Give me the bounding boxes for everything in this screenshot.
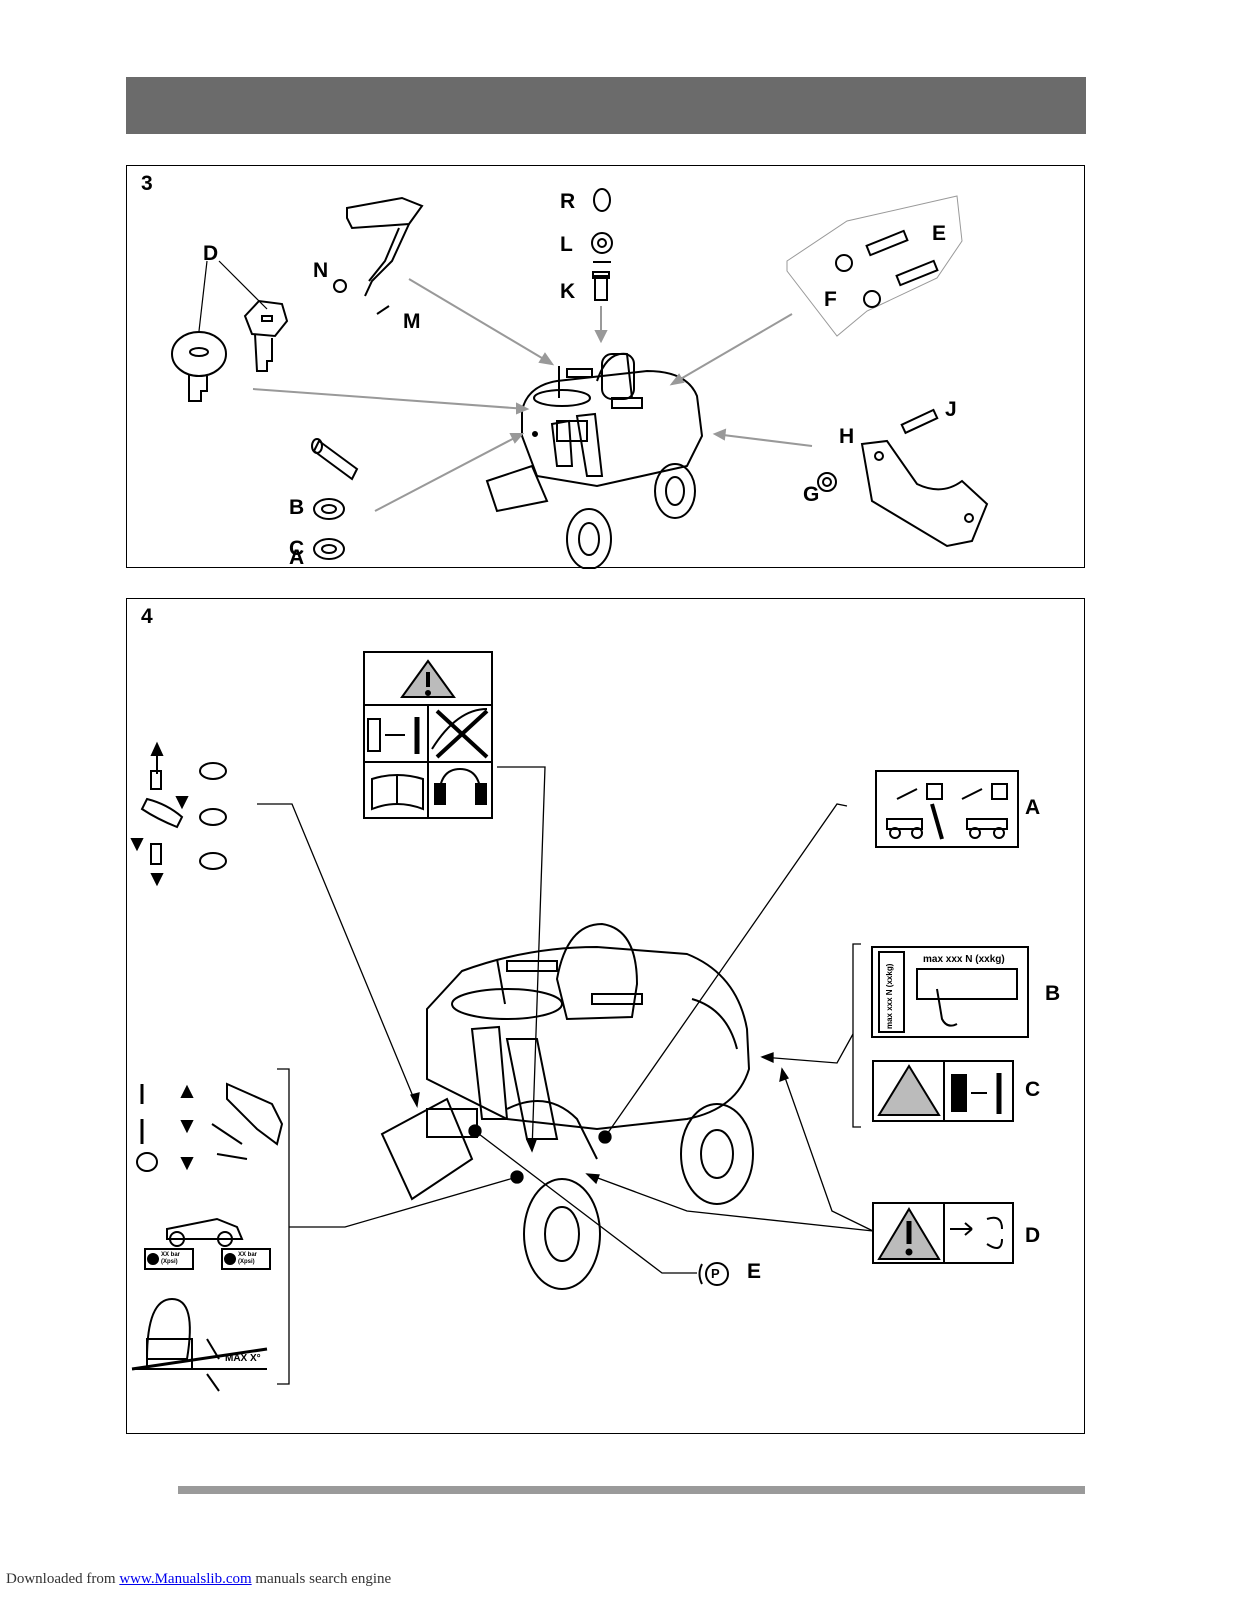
label-c-fig4: C	[1025, 1078, 1041, 1101]
parts-a-b-c	[311, 438, 359, 560]
footer-suffix: manuals search engine	[251, 1571, 392, 1587]
decal-d	[872, 1202, 1014, 1264]
bolt-bag	[786, 195, 963, 337]
decal-a	[875, 770, 1019, 848]
label-f-fig3: F	[824, 288, 837, 311]
figure-3-panel: 3	[126, 165, 1085, 569]
label-l-fig3: L	[560, 233, 573, 256]
label-k-fig3: K	[560, 280, 576, 303]
max-slope-text: MAX X°	[225, 1353, 261, 1364]
section-header-bar	[126, 77, 1086, 134]
manualslib-link[interactable]: www.Manualslib.com	[119, 1571, 252, 1587]
label-a-fig3: A	[289, 546, 305, 569]
label-j-fig3: J	[945, 398, 957, 421]
label-e-fig3: E	[932, 222, 947, 245]
seat-switch-bracket	[333, 196, 424, 315]
label-c-fig3: C	[289, 537, 305, 560]
footer-divider-bar	[178, 1486, 1085, 1494]
label-e-fig4: E	[747, 1260, 762, 1283]
lift-lever-decal	[130, 741, 227, 887]
figure-4-panel: 4	[126, 598, 1085, 1434]
bracket-h	[817, 408, 989, 548]
label-g-fig3: G	[803, 483, 820, 506]
figure-3-drawing	[171, 188, 989, 569]
warning-decal-top	[363, 651, 493, 819]
label-m-fig3: M	[403, 310, 421, 333]
parts-r-l-k	[591, 188, 613, 301]
figure-4-drawing	[130, 651, 1029, 1392]
decal-c	[872, 1060, 1014, 1122]
tyre-pressure-rear-text: XX bar (Xpsi)	[238, 1252, 258, 1265]
slope-decal	[131, 1297, 268, 1392]
decal-b-max-load-text: max xxx N (xxkg)	[923, 954, 1005, 965]
label-b-fig3: B	[289, 496, 305, 519]
label-r-fig3: R	[560, 190, 576, 213]
tractor-illustration	[485, 352, 704, 569]
decal-b	[871, 946, 1029, 1038]
label-h-fig3: H	[839, 425, 855, 448]
label-a-fig4: A	[1025, 796, 1041, 819]
tractor-illustration-large	[380, 922, 754, 1290]
decal-b-max-load-vertical-text: max xxx N (xxkg)	[885, 963, 894, 1029]
ignition-keys	[171, 299, 289, 402]
figure-number: 4	[141, 605, 153, 628]
label-d-fig4: D	[1025, 1224, 1041, 1247]
tyre-pressure-front-text: XX bar (Xpsi)	[161, 1252, 181, 1265]
parking-brake-symbol: P	[711, 1266, 720, 1281]
label-d-fig3: D	[203, 242, 219, 265]
label-b-fig4: B	[1045, 982, 1061, 1005]
download-footer: Downloaded from www.Manualslib.com manua…	[6, 1571, 391, 1588]
footer-prefix: Downloaded from	[6, 1571, 120, 1587]
tyre-pressure-decal	[144, 1217, 271, 1270]
figure-number: 3	[141, 172, 153, 195]
cutting-height-decal	[136, 1082, 284, 1172]
label-n-fig3: N	[313, 259, 329, 282]
